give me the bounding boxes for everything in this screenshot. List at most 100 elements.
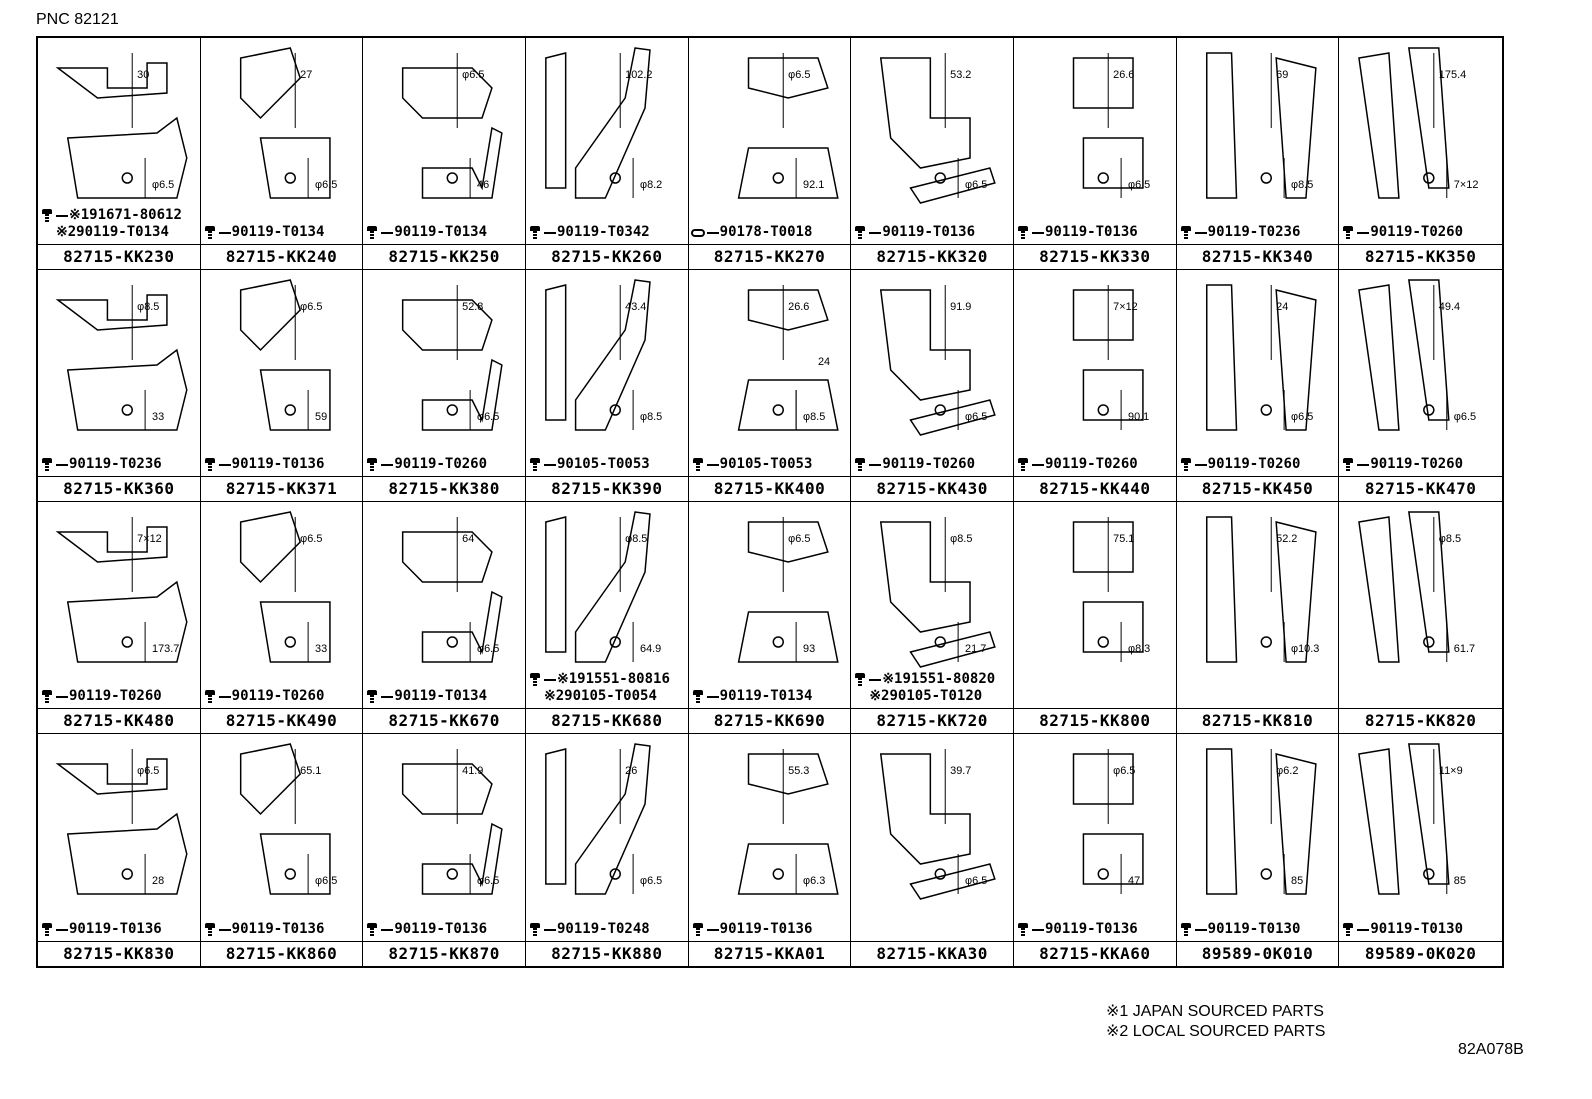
fastener-list: 90119-T0130 (1179, 921, 1300, 938)
fastener-part-number: 90119-T0136 (69, 921, 162, 937)
bracket-drawing: 49.4φ6.5 (1358, 279, 1476, 431)
bolt-icon (203, 225, 217, 240)
leader-line (1194, 231, 1207, 234)
bolt-hole (609, 172, 621, 184)
dimension-label: 52.2 (1276, 533, 1297, 545)
fastener-part-number: ※191551-80816 (557, 671, 670, 687)
bracket-drawing: φ8.521.7 (880, 517, 997, 668)
leader-line (1032, 463, 1044, 466)
part-number: 82715-KK470 (1339, 476, 1502, 501)
bracket-outline (55, 62, 188, 199)
fastener-list: 90119-T0260 (1179, 456, 1301, 473)
leader-line (706, 695, 719, 698)
fastener-list: 90119-T0260 (203, 688, 324, 705)
fastener-part-number: 90119-T0260 (69, 688, 162, 704)
diagram-code: 82A078B (1458, 1041, 1524, 1058)
fastener-row: 90119-T0260 (203, 688, 324, 705)
bolt-icon (40, 208, 54, 223)
fastener-list: 90119-T0136 (203, 456, 325, 473)
bolt-hole (1097, 172, 1109, 184)
fastener-row: 90119-T0136 (203, 921, 324, 938)
bolt-icon (365, 457, 379, 472)
part-number: 82715-KK860 (200, 941, 363, 966)
bolt-hole (1097, 868, 1109, 880)
bracket-outline (1358, 511, 1450, 663)
fastener-row: 90119-T0136 (691, 921, 812, 938)
fastener-part-number: ※290105-T0120 (869, 688, 983, 704)
bolt-hole (121, 172, 133, 184)
dimension-label: 27 (300, 69, 312, 81)
bolt-hole (1423, 636, 1435, 648)
leader-line (381, 695, 394, 698)
dimension-label: φ6.5 (463, 69, 485, 81)
fastener-part-number: 90119-T0260 (1207, 456, 1301, 472)
bolt-hole (284, 172, 296, 184)
bolt-icon (365, 689, 379, 704)
dimension-label: 49.4 (1439, 301, 1460, 313)
bolt-icon (853, 672, 867, 687)
fastener-list: 90119-T0248 (528, 921, 650, 938)
fastener-row: 90119-T0260 (40, 688, 162, 705)
bracket-drawing: φ6.559 (239, 279, 331, 431)
dimension-label: φ8.5 (640, 411, 662, 423)
fastener-list: 90105-T0053 (528, 456, 650, 473)
bracket-drawing: φ6.547 (1072, 749, 1144, 894)
fastener-row: ※290105-T0054 (528, 688, 670, 705)
dimension-label: φ6.2 (1276, 765, 1298, 777)
leader-line (381, 928, 394, 931)
leader-line (218, 928, 231, 931)
bolt-icon (40, 922, 54, 937)
leader-line (218, 231, 231, 234)
dimension-label: φ6.5 (1291, 411, 1313, 423)
dimension-label: 26.6 (788, 301, 809, 313)
fastener-row: 90105-T0053 (691, 456, 812, 473)
fastener-list: 90119-T0134 (203, 224, 324, 241)
bracket-outline (239, 47, 331, 199)
part-number: 82715-KK720 (851, 708, 1013, 733)
bolt-icon (691, 922, 705, 937)
bolt-hole (121, 636, 133, 648)
dimension-label: φ8.5 (137, 301, 159, 313)
bolt-hole (284, 868, 296, 880)
fastener-list: 90119-T0236 (1179, 224, 1300, 241)
bolt-hole (934, 172, 947, 184)
dimension-label: φ6.5 (965, 179, 987, 191)
dimension-label: 75.1 (1113, 533, 1134, 545)
fastener-list: 90119-T0136 (1016, 224, 1138, 241)
fastener-part-number: 90119-T0136 (231, 456, 325, 472)
dimension-label: 91.9 (951, 301, 972, 313)
dimension-label: φ8.5 (625, 533, 647, 545)
bolt-icon (1341, 225, 1355, 240)
fastener-list: ※191551-80820※290105-T0120 (853, 671, 995, 705)
bracket-outline (880, 57, 997, 204)
fastener-list: 90119-T0136 (40, 921, 162, 938)
bracket-drawing: φ6.593 (737, 517, 839, 663)
bolt-icon (203, 689, 217, 704)
fastener-row: 90119-T0236 (40, 456, 162, 473)
fastener-part-number: 90119-T0136 (1045, 921, 1138, 937)
bracket-outline (545, 279, 651, 431)
bolt-hole (772, 868, 784, 880)
bolt-icon (853, 457, 867, 472)
part-number: 82715-KK360 (38, 476, 200, 501)
leader-line (1357, 928, 1370, 931)
part-number: 89589-0K020 (1339, 941, 1502, 966)
part-number: 82715-KK260 (526, 244, 688, 269)
fastener-part-number: 90119-T0134 (394, 224, 488, 240)
fastener-part-number: ※290105-T0054 (544, 688, 657, 704)
fastener-part-number: 90119-T0260 (1370, 456, 1464, 472)
